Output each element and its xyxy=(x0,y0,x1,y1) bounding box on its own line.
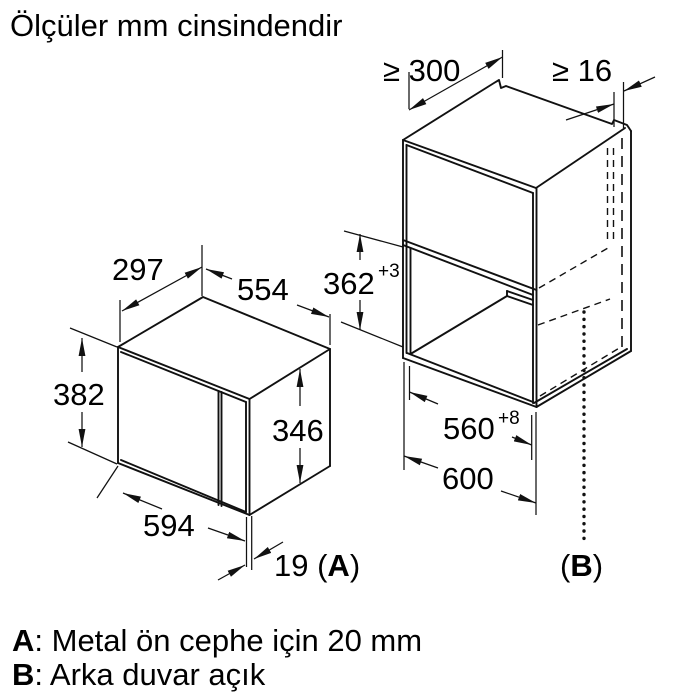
dim-label-body-height: 346 xyxy=(272,413,324,448)
cabinet-niche-drawing xyxy=(402,79,632,543)
dim-label-niche-width: 560 xyxy=(443,411,495,446)
ref-label-b: (B) xyxy=(560,548,603,583)
dim-label-depth: 297 xyxy=(112,252,164,287)
dim-label-niche-height-tolerance: +3 xyxy=(378,261,400,282)
microwave-drawing xyxy=(117,296,331,516)
note-b: B: Arka duvar açık xyxy=(12,657,266,692)
dim-label-rear-gap-min: ≥ 16 xyxy=(552,53,612,88)
page-title: Ölçüler mm cinsindendir xyxy=(10,8,343,43)
niche-dimensions: ≥ 300 ≥ 16 362 +3 560 +8 600 (B) xyxy=(323,50,656,583)
dim-label-niche-width-tolerance: +8 xyxy=(498,408,520,429)
dim-label-front-width: 594 xyxy=(143,508,195,543)
note-a: A: Metal ön cephe için 20 mm xyxy=(12,623,422,658)
dim-label-door-thickness: 19 (A) xyxy=(274,548,360,583)
dim-label-body-width: 554 xyxy=(237,272,289,307)
footnotes: A: Metal ön cephe için 20 mm B: Arka duv… xyxy=(12,623,422,692)
dim-label-top-depth-min: ≥ 300 xyxy=(383,53,460,88)
dim-label-front-height: 382 xyxy=(53,377,105,412)
dim-label-niche-height: 362 xyxy=(323,266,375,301)
microwave-dimensions: 297 554 382 346 594 19 (A) xyxy=(53,245,360,583)
dim-label-cabinet-width: 600 xyxy=(442,461,494,496)
